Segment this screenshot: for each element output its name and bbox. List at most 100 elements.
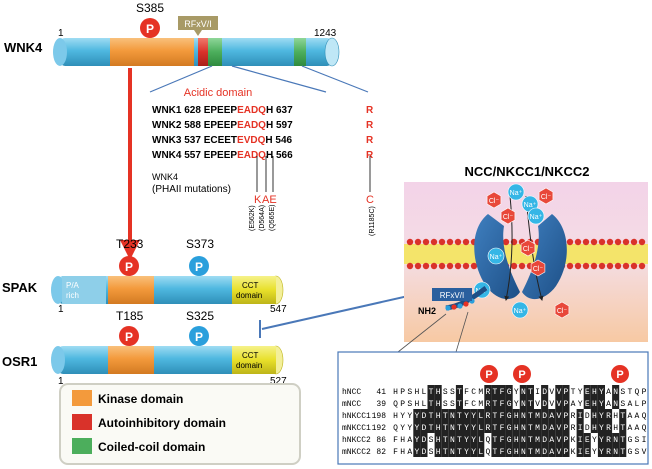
conserved-residue-shade (413, 421, 421, 433)
residue: H (436, 388, 441, 397)
conserved-residue-shade (463, 409, 471, 421)
conserved-residue-shade (548, 445, 556, 457)
conserved-residue-shade (576, 409, 584, 421)
transporter-subunit-right (522, 214, 567, 300)
conserved-residue-shade (562, 409, 570, 421)
alignment-species-name: hNKCC1 (342, 412, 371, 421)
conserved-residue-shade (427, 409, 435, 421)
residue: A (571, 400, 576, 409)
zoom-line-r1185 (301, 65, 369, 93)
conserved-residue-shade (534, 421, 542, 433)
conserved-residue-shade (590, 409, 598, 421)
spak-site1-label: T233 (116, 237, 144, 251)
conserved-residue-shade (512, 433, 520, 445)
lipid-head (470, 262, 478, 270)
conserved-residue-shade (484, 385, 492, 397)
wnk4-end: 1243 (314, 28, 337, 39)
sodium-ion-label: Na⁺ (490, 254, 503, 261)
residue: M (478, 388, 483, 397)
residue: T (627, 388, 632, 397)
mutation-label-e562k: (E562K) (249, 205, 256, 231)
mutation-label-r1185c: (R1185C) (369, 206, 376, 236)
conserved-residue-shade (491, 397, 499, 409)
residue: L (478, 448, 483, 457)
lipid-head (630, 238, 638, 246)
chloride-ion-icon (554, 301, 570, 319)
conserved-residue-shade (619, 421, 627, 433)
residue: R (571, 412, 576, 421)
conserved-residue-shade (498, 385, 506, 397)
lipid-head (590, 262, 598, 270)
residue: N (450, 436, 455, 445)
lipid-head (454, 262, 462, 270)
spak-phospho-letter-1: P (125, 260, 133, 274)
residue: M (535, 412, 540, 421)
conserved-residue-shade (491, 385, 499, 397)
conserved-residue-shade (590, 397, 598, 409)
osr1-cct-domain (232, 346, 276, 374)
conserved-residue-shade (534, 445, 542, 457)
residue: T (443, 436, 448, 445)
conserved-residue-shade (555, 385, 563, 397)
residue: Y (592, 436, 597, 445)
residue: T (528, 424, 533, 433)
conserved-residue-shade (484, 409, 492, 421)
spak-bar-cap (51, 276, 65, 304)
residue: Q (393, 400, 398, 409)
residue: G (507, 400, 512, 409)
lipid-head (462, 238, 470, 246)
residue: S (635, 448, 640, 457)
conserved-residue-shade (470, 445, 478, 457)
conserved-residue-shade (455, 397, 463, 409)
residue: D (422, 436, 427, 445)
residue: A (606, 388, 611, 397)
conserved-residue-shade (590, 421, 598, 433)
residue: P (564, 412, 569, 421)
conserved-residue-shade (420, 433, 428, 445)
lipid-head (430, 262, 438, 270)
residue: L (478, 424, 483, 433)
wnk4-phospho-icon (140, 18, 160, 38)
legend-label-kinase: Kinase domain (98, 392, 183, 406)
residue: T (457, 412, 462, 421)
residue: P (564, 436, 569, 445)
acidic-row-r1185: R (366, 120, 374, 131)
residue: H (393, 412, 398, 421)
spak-cct-label-2: domain (236, 291, 262, 300)
residue: N (613, 448, 618, 457)
residue: Y (599, 388, 604, 397)
residue: Q (393, 424, 398, 433)
residue: T (528, 448, 533, 457)
legend: Kinase domain Autoinhibitory domain Coil… (59, 383, 301, 465)
mutation-letters-ae: AE (262, 194, 277, 206)
conserved-residue-shade (427, 397, 435, 409)
residue: D (422, 448, 427, 457)
alignment-phospho-icon-2 (513, 365, 531, 383)
conserved-residue-shade (505, 421, 513, 433)
residue: Y (471, 448, 476, 457)
alignment-phospho-icon-1 (480, 365, 498, 383)
residue: T (528, 400, 533, 409)
conserved-residue-shade (562, 397, 570, 409)
spak-site2-label: S373 (186, 237, 214, 251)
residue: L (478, 412, 483, 421)
residue: S (443, 388, 448, 397)
conserved-residue-shade (597, 409, 605, 421)
residue: H (393, 388, 398, 397)
alignment-species-name: mNKCC1 (342, 424, 371, 433)
residue: C (471, 400, 476, 409)
residue: T (429, 388, 434, 397)
conserved-residue-shade (498, 421, 506, 433)
conserved-residue-shade (597, 385, 605, 397)
conserved-residue-shade (519, 397, 527, 409)
conserved-residue-shade (541, 433, 549, 445)
conserved-residue-shade (491, 433, 499, 445)
residue: T (457, 424, 462, 433)
residue: R (485, 388, 490, 397)
conserved-residue-shade (455, 409, 463, 421)
conserved-residue-shade (548, 421, 556, 433)
lipid-head (638, 262, 646, 270)
residue: T (620, 424, 625, 433)
conserved-residue-shade (434, 385, 442, 397)
